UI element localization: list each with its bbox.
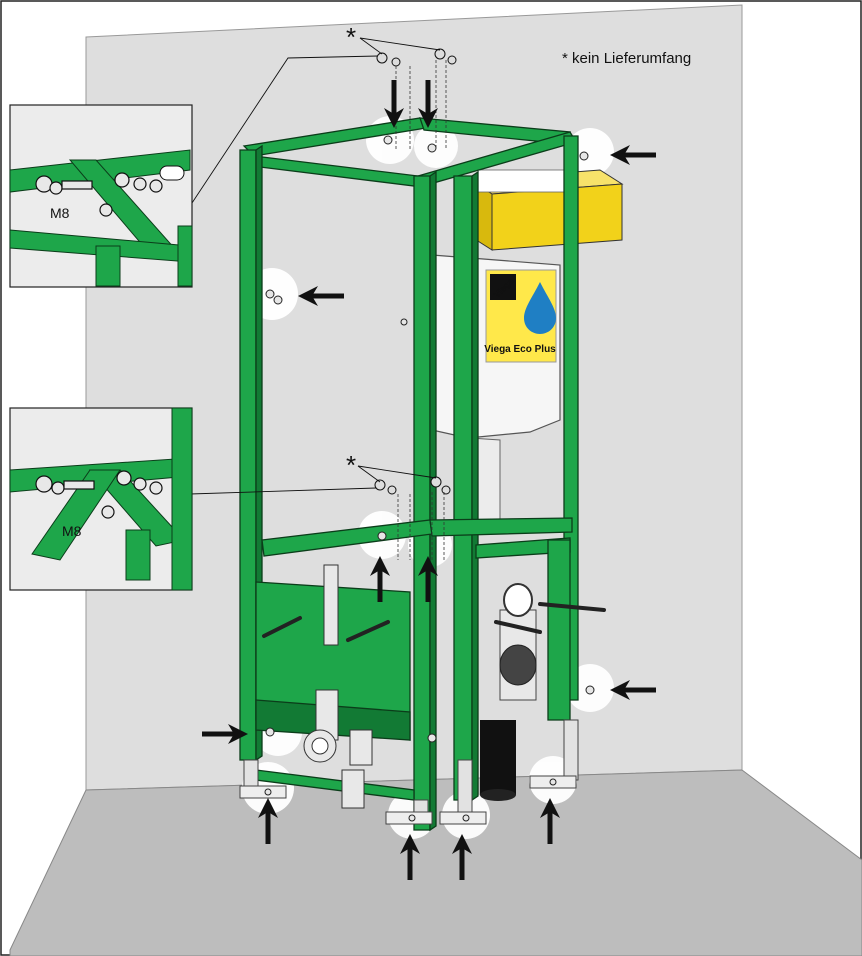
- detail-leaders: [189, 55, 379, 495]
- detail-inset-bottom: M8: [9, 407, 193, 591]
- mounting-rods: [262, 602, 606, 642]
- bolt-size-top: M8: [50, 205, 70, 221]
- asterisk-middle: *: [346, 450, 356, 480]
- frame-bolts: [264, 135, 595, 822]
- direction-arrows: [202, 80, 656, 880]
- drain-pipe: [480, 583, 537, 801]
- product-label: Viega Eco Plus: [484, 344, 556, 355]
- water-drop-icon: [524, 282, 556, 334]
- actuator-box: [468, 169, 624, 251]
- not-included-note: * kein Lieferumfang: [562, 50, 691, 67]
- inlet-pipe: [303, 564, 373, 809]
- asterisk-top: *: [346, 22, 356, 52]
- viega-logo: [490, 274, 516, 300]
- frame-feet: [239, 719, 579, 825]
- asterisk-leaders: [357, 37, 441, 483]
- detail-inset-top: M8: [9, 104, 193, 288]
- bolt-size-bottom: M8: [62, 523, 82, 539]
- top-bolts-not-included: [374, 48, 457, 495]
- floor: [9, 769, 862, 956]
